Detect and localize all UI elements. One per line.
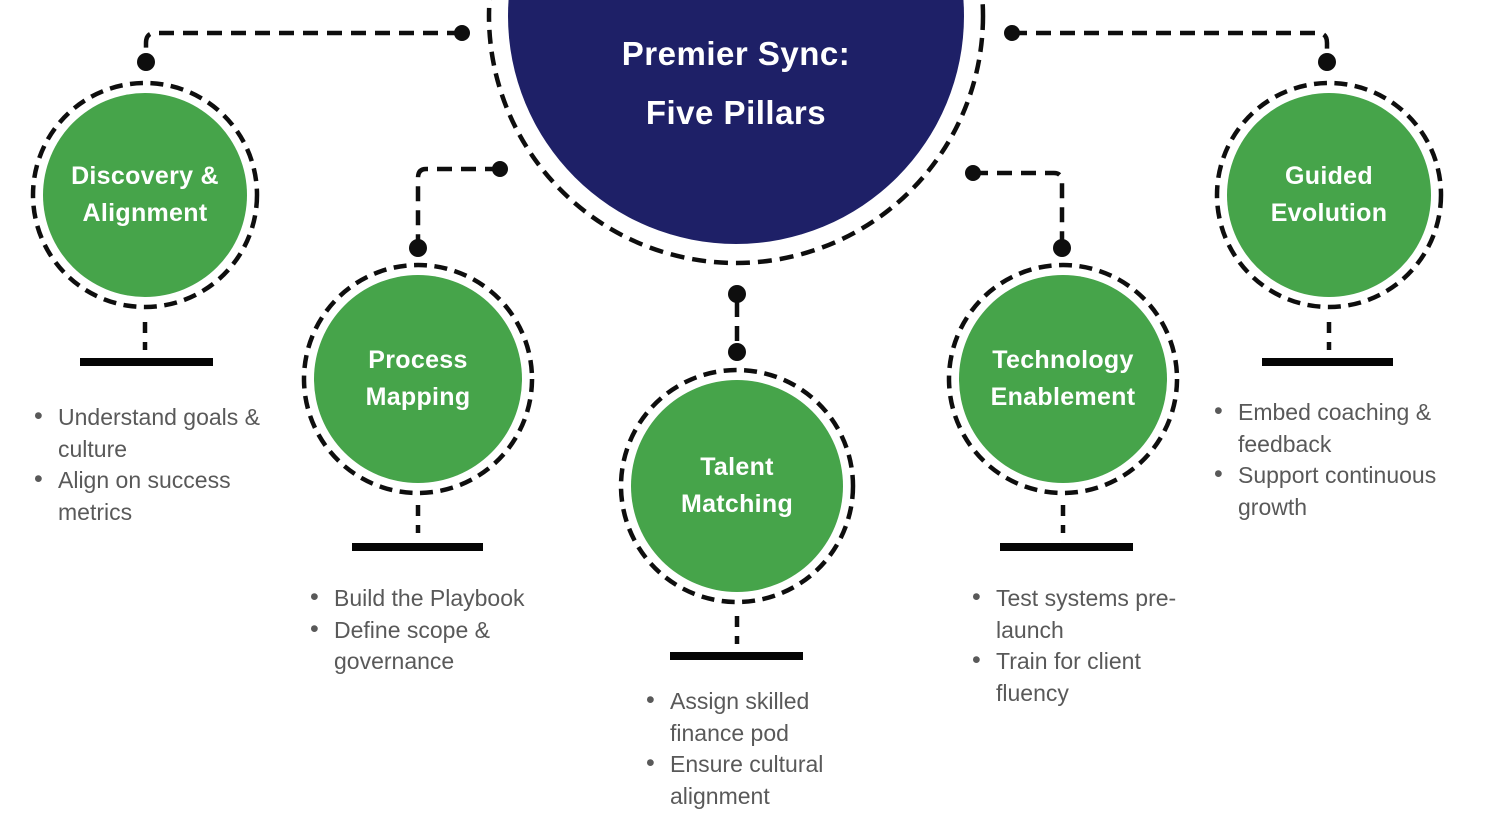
- pillar-label-line: Discovery &: [71, 162, 219, 190]
- pillar-label-line: Process: [368, 346, 468, 374]
- connector-dot: [728, 343, 746, 361]
- connector-process-mapping: [415, 166, 500, 240]
- pillar-dashed-ring: [30, 80, 260, 310]
- pillar-label-talent-matching: Talent Matching: [631, 382, 843, 590]
- bullets-discovery-alignment: Understand goals & culture Align on succ…: [30, 401, 282, 528]
- hub-title: Premier Sync: Five Pillars: [486, 24, 986, 142]
- pillar-label-line: Mapping: [365, 383, 471, 411]
- pillar-circle-discovery-alignment: [30, 80, 260, 310]
- connector-dot: [728, 285, 746, 303]
- bullet-item: Define scope & governance: [306, 614, 534, 678]
- hub-title-line-1: Premier Sync:: [621, 35, 851, 72]
- pillar-fill: [43, 93, 247, 297]
- bullets-talent-matching: Assign skilled finance pod Ensure cultur…: [642, 685, 850, 812]
- connector-dot: [492, 161, 508, 177]
- pillar-fill: [631, 380, 843, 592]
- bullet-item: Train for client fluency: [968, 645, 1186, 709]
- bullets-guided-evolution: Embed coaching & feedback Support contin…: [1210, 396, 1458, 523]
- connector-dot: [137, 53, 155, 71]
- bullet-item: Assign skilled finance pod: [642, 685, 850, 749]
- pillar-label-line: Enablement: [990, 383, 1136, 411]
- connector-discovery-alignment: [143, 30, 462, 53]
- bullet-item: Embed coaching & feedback: [1210, 396, 1458, 460]
- connector-dot: [1004, 25, 1020, 41]
- pillar-dashed-ring: [946, 262, 1180, 496]
- pillar-circle-guided-evolution: [1214, 80, 1444, 310]
- pillar-dashed-ring: [301, 262, 535, 496]
- connector-dot: [454, 25, 470, 41]
- pillar-label-line: Evolution: [1270, 199, 1388, 227]
- connector-dot: [409, 239, 427, 257]
- hub-dashed-ring: [486, 0, 986, 266]
- pillar-label-process-mapping: Process Mapping: [314, 277, 522, 481]
- pillar-fill: [1227, 93, 1431, 297]
- hub-title-line-2: Five Pillars: [645, 94, 827, 131]
- pillar-circle-technology-enablement: [946, 262, 1180, 496]
- pillar-label-line: Talent: [700, 453, 774, 481]
- bullet-item: Support continuous growth: [1210, 459, 1458, 523]
- pillar-fill: [314, 275, 522, 483]
- bullet-item: Understand goals & culture: [30, 401, 282, 465]
- pillar-label-guided-evolution: Guided Evolution: [1227, 93, 1431, 297]
- bullets-process-mapping: Build the Playbook Define scope & govern…: [306, 582, 534, 678]
- pillar-circle-process-mapping: [301, 262, 535, 496]
- pillar-fill: [959, 275, 1167, 483]
- connector-dot: [1318, 53, 1336, 71]
- connector-technology-enablement: [973, 170, 1065, 240]
- bullet-item: Ensure cultural alignment: [642, 748, 850, 812]
- pillar-label-line: Alignment: [82, 199, 208, 227]
- bullet-item: Build the Playbook: [306, 582, 534, 615]
- bullets-technology-enablement: Test systems pre-launch Train for client…: [968, 582, 1186, 709]
- connector-dot: [1053, 239, 1071, 257]
- pillar-label-discovery-alignment: Discovery & Alignment: [43, 93, 247, 297]
- pillar-dashed-ring: [1214, 80, 1444, 310]
- hub-circle: [508, 0, 964, 244]
- pillar-dashed-ring: [618, 367, 856, 605]
- pillar-label-line: Guided: [1285, 162, 1373, 190]
- pillar-label-technology-enablement: Technology Enablement: [959, 277, 1167, 481]
- pillar-label-line: Technology: [992, 346, 1134, 374]
- pillar-circle-talent-matching: [618, 367, 856, 605]
- connector-dot: [965, 165, 981, 181]
- bullet-item: Align on success metrics: [30, 464, 282, 528]
- connector-guided-evolution: [1012, 30, 1330, 53]
- bullet-item: Test systems pre-launch: [968, 582, 1186, 646]
- pillar-label-line: Matching: [680, 490, 794, 518]
